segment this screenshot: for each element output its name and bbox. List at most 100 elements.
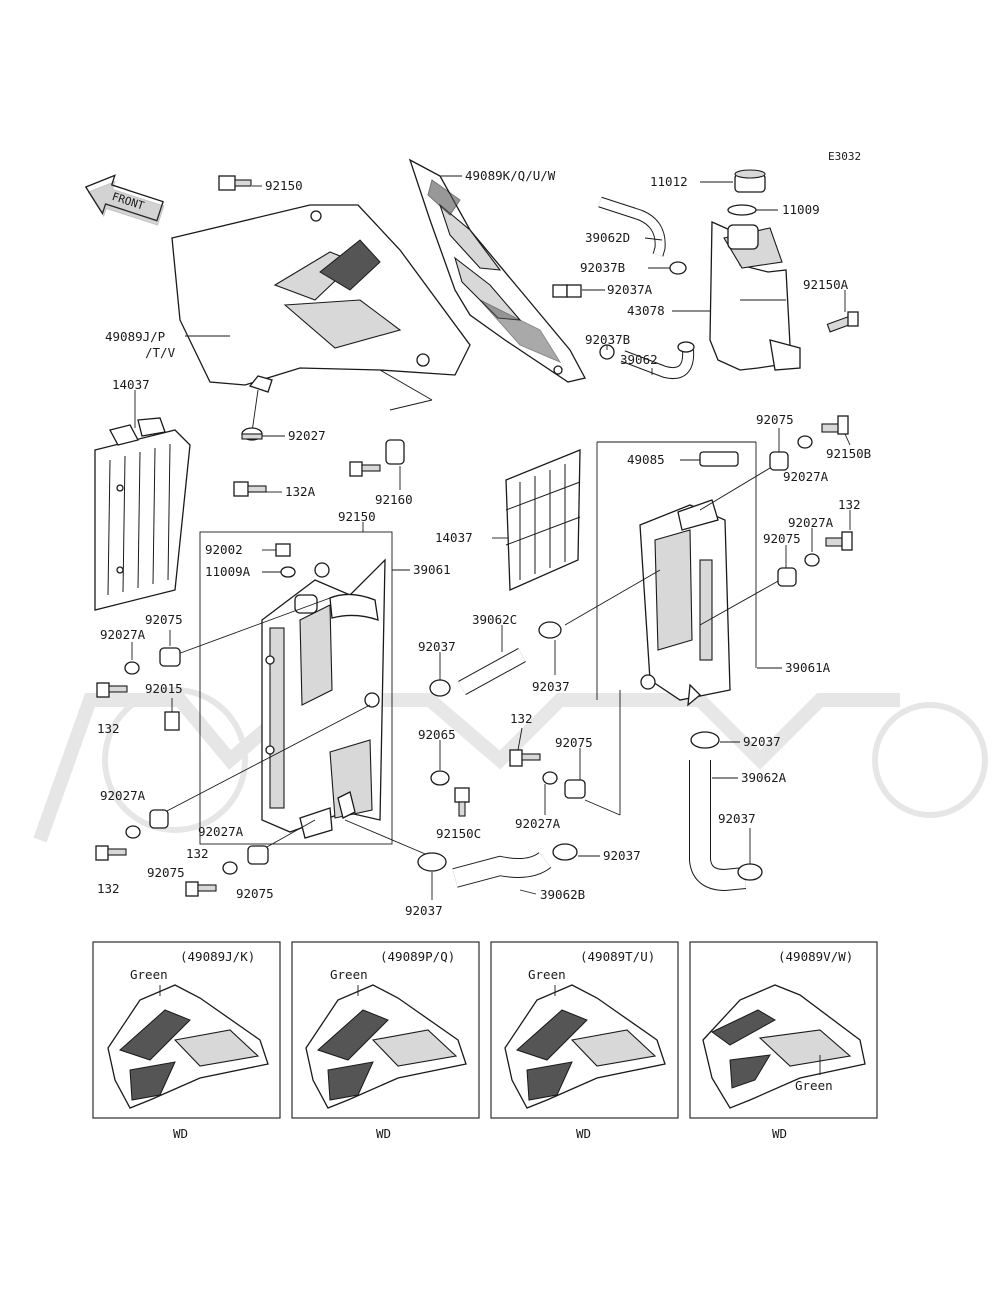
right-shroud [408, 158, 586, 383]
label-92037B-a: 92037B [580, 260, 625, 275]
variant-panel-2: (49089P/Q) Green WD [291, 941, 480, 1141]
label-132-l3: 132 [186, 846, 209, 861]
label-49089JPTV-2: /T/V [145, 345, 176, 360]
label-39061A: 39061A [785, 660, 831, 675]
washer-92065 [430, 770, 450, 786]
label-92037-c2: 92037 [532, 679, 570, 694]
clamp-92037B-a [669, 261, 687, 275]
variant-model: WD [576, 1126, 591, 1141]
bolt-92160 [349, 439, 405, 477]
label-92027A-l2: 92027A [100, 788, 146, 803]
variant-model: WD [376, 1126, 391, 1141]
label-132A: 132A [285, 484, 316, 499]
variant-model: WD [173, 1126, 188, 1141]
diagram-code: E3032 [828, 150, 861, 163]
grommet-49085 [699, 451, 739, 467]
reservoir-tank-43078 [709, 221, 801, 371]
washer-92027A-l1 [124, 661, 140, 675]
right-radiator-39061A [639, 499, 731, 707]
grommet-92075-r1 [769, 451, 789, 471]
label-92027A-r1: 92027A [783, 469, 829, 484]
grommet-92075-r2 [777, 567, 797, 587]
label-92027A-c: 92027A [515, 816, 561, 831]
clamp-92037-r1 [690, 731, 720, 749]
label-39062B: 39062B [540, 887, 585, 902]
variant-code: (49089P/Q) [380, 949, 455, 964]
cap-11012 [734, 169, 766, 193]
label-14037-left: 14037 [112, 377, 150, 392]
label-92037-c3: 92037 [603, 848, 641, 863]
label-92027A-l1: 92027A [100, 627, 146, 642]
label-92075-l3: 92075 [236, 886, 274, 901]
label-92075-l2: 92075 [147, 865, 185, 880]
variant-panel-1: (49089J/K) Green WD [92, 941, 281, 1141]
left-radiator-39061 [261, 558, 386, 839]
variant-color-note: Green [130, 967, 168, 982]
clamp-92037-c4 [417, 852, 447, 872]
clip-92015 [164, 711, 180, 731]
bolt-132-l2 [95, 845, 127, 861]
washer-92027A-c [542, 771, 558, 785]
label-92037-r2: 92037 [718, 811, 756, 826]
label-92065: 92065 [418, 727, 456, 742]
label-43078: 43078 [627, 303, 665, 318]
label-92027A-l3: 92027A [198, 824, 244, 839]
label-11009A: 11009A [205, 564, 251, 579]
grommet-92027 [241, 427, 263, 441]
washer-92027A-r2 [804, 553, 820, 567]
label-49089JPTV-1: 49089J/P [105, 329, 165, 344]
label-92150-mid: 92150 [338, 509, 376, 524]
label-39062: 39062 [620, 352, 658, 367]
bolt-132-c [509, 749, 541, 767]
clamp-92037-c2 [429, 679, 451, 697]
label-92037B-b: 92037B [585, 332, 630, 347]
variant-code: (49089T/U) [580, 949, 655, 964]
bolt-132-l3 [185, 881, 217, 897]
label-11012: 11012 [650, 174, 688, 189]
variant-code: (49089J/K) [180, 949, 255, 964]
variant-model: WD [772, 1126, 787, 1141]
label-92037-c4: 92037 [405, 903, 443, 918]
variant-color-note: Green [795, 1078, 833, 1093]
left-shroud [171, 204, 471, 393]
bolt-132-l1 [96, 682, 128, 698]
label-92150-top: 92150 [265, 178, 303, 193]
washer-92027A-l2 [125, 825, 141, 839]
label-132-l2: 132 [97, 881, 120, 896]
watermark [33, 687, 988, 843]
radiator-39061-bracket [199, 531, 393, 845]
label-92037-c1: 92037 [418, 639, 456, 654]
variant-panel-3: (49089T/U) Green WD [490, 941, 679, 1141]
plug-92002 [275, 543, 296, 578]
label-92075-r1: 92075 [756, 412, 794, 427]
label-39061: 39061 [413, 562, 451, 577]
label-39062C: 39062C [472, 612, 517, 627]
label-92150B: 92150B [826, 446, 871, 461]
bolt-92150B [821, 415, 849, 435]
variant-code: (49089V/W) [778, 949, 853, 964]
variant-color-note: Green [330, 967, 368, 982]
right-radiator-guard [505, 449, 581, 591]
left-radiator-guard [94, 417, 191, 611]
bolt-92150-top [218, 175, 252, 191]
label-92150C: 92150C [436, 826, 481, 841]
label-92002: 92002 [205, 542, 243, 557]
label-92027: 92027 [288, 428, 326, 443]
clamp-92037A-a [552, 284, 582, 298]
label-92160: 92160 [375, 492, 413, 507]
label-39062D: 39062D [585, 230, 630, 245]
clamp-92037-c3 [552, 843, 578, 861]
variant-color-note: Green [528, 967, 566, 982]
label-92027A-r2: 92027A [788, 515, 834, 530]
label-14037-mid: 14037 [435, 530, 473, 545]
bolt-92150A [826, 311, 859, 333]
bolt-132A [233, 481, 267, 497]
label-92015: 92015 [145, 681, 183, 696]
bolt-92150C [454, 787, 470, 817]
label-49085: 49085 [627, 452, 665, 467]
label-92037A-a: 92037A [607, 282, 653, 297]
label-132-l1: 132 [97, 721, 120, 736]
label-92075-c: 92075 [555, 735, 593, 750]
label-92037-r1: 92037 [743, 734, 781, 749]
